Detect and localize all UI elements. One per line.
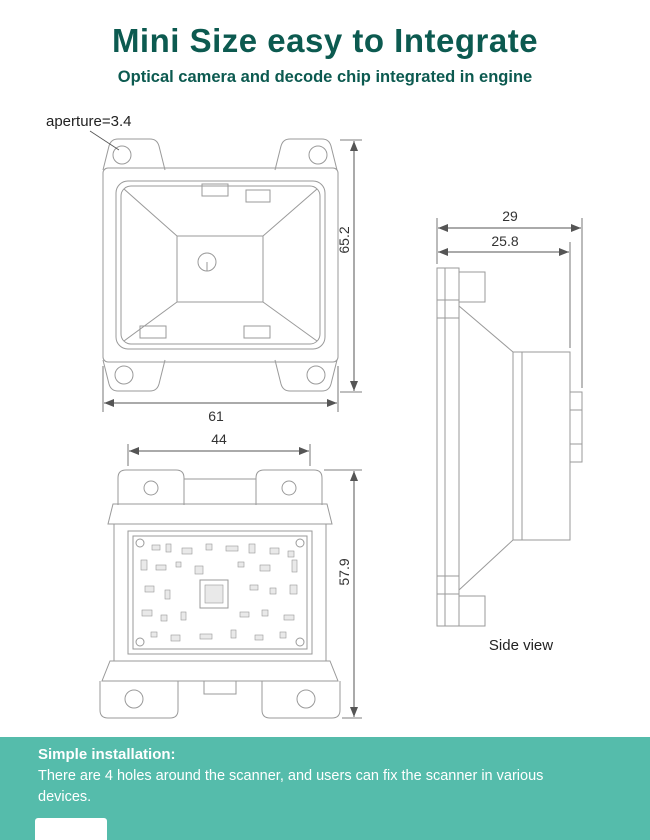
- aperture-label: aperture=3.4: [46, 113, 131, 130]
- footer-banner: Simple installation: There are 4 holes a…: [0, 737, 650, 840]
- back-top-right-hole: [281, 480, 297, 496]
- page-title: Mini Size easy to Integrate: [111, 22, 539, 59]
- side-view-drawing: [436, 267, 583, 627]
- back-bottom-left-hole: [124, 689, 144, 709]
- footer-heading: Simple installation:: [38, 746, 176, 763]
- footer-body: There are 4 holes around the scanner, an…: [38, 768, 544, 805]
- aperture-annotation: aperture=3.4: [46, 113, 131, 151]
- side-view-label: Side view: [489, 637, 553, 654]
- back-top-left-hole: [143, 480, 159, 496]
- dim-front-width: 61: [208, 408, 224, 424]
- footer-white-box: [35, 818, 107, 840]
- front-top-right-hole: [308, 145, 328, 165]
- front-height-dimension: 65.2: [336, 139, 362, 393]
- front-view-drawing: [102, 138, 339, 392]
- back-bottom-right-hole: [296, 689, 316, 709]
- dim-back-height: 57.9: [336, 558, 352, 585]
- side-total-depth-dimension: 29: [436, 208, 583, 388]
- page-subtitle: Optical camera and decode chip integrate…: [117, 68, 533, 86]
- front-bottom-right-hole: [306, 365, 326, 385]
- front-width-dimension: 61: [102, 366, 339, 424]
- back-view-drawing: [99, 469, 341, 719]
- front-top-left-hole: [112, 145, 132, 165]
- back-width-dimension: 44: [127, 431, 311, 466]
- side-connector: [569, 391, 583, 463]
- front-bottom-left-hole: [114, 365, 134, 385]
- dim-front-height: 65.2: [336, 226, 352, 253]
- back-height-dimension: 57.9: [324, 469, 362, 719]
- dim-side-body-depth: 25.8: [491, 233, 518, 249]
- side-body-depth-dimension: 25.8: [438, 233, 571, 348]
- aperture-leader-line: [89, 130, 120, 151]
- dim-side-total-depth: 29: [502, 208, 518, 224]
- dim-back-width: 44: [211, 431, 227, 447]
- pcb-components: [135, 538, 305, 647]
